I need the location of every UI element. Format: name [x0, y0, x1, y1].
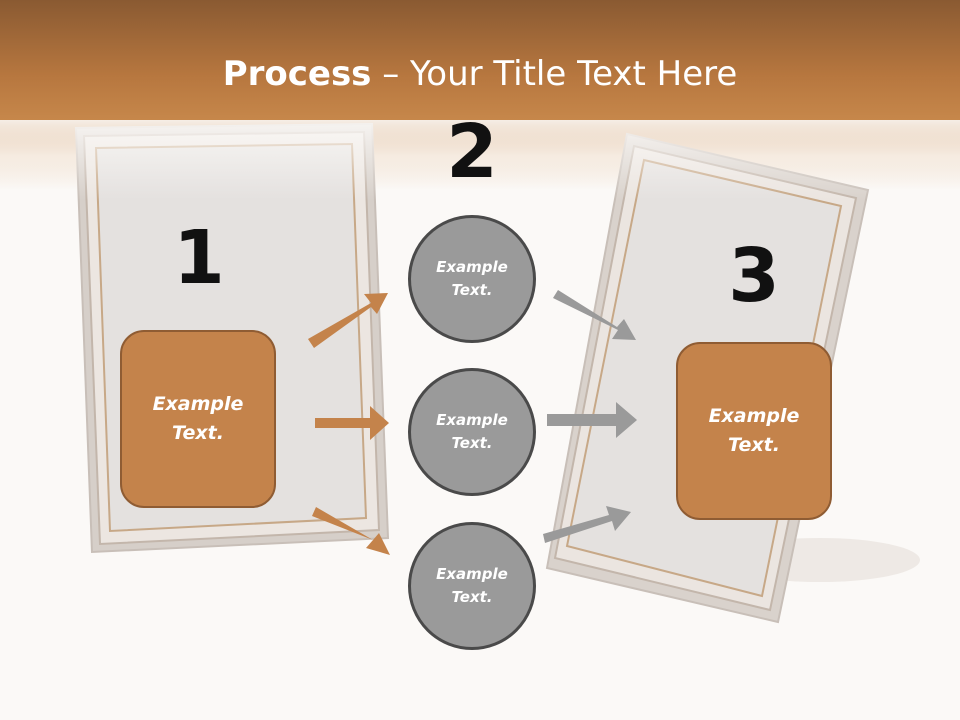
arrow-circle-bottom-to-3: [543, 506, 631, 543]
circle-text: Example Text.: [436, 411, 508, 452]
step-2-circle-middle: Example Text.: [408, 368, 536, 496]
step-1-box-text: Example Text.: [152, 393, 244, 444]
arrow-circle-middle-to-3: [547, 402, 637, 438]
step-3-box: Example Text.: [676, 342, 832, 520]
circle-text: Example Text.: [436, 565, 508, 606]
step-number-2: 2: [446, 109, 498, 195]
step-2-circle-top: Example Text.: [408, 215, 536, 343]
arrow-1-to-circle-bottom: [312, 507, 390, 555]
step-number-1: 1: [173, 215, 225, 301]
circle-text: Example Text.: [436, 258, 508, 299]
step-1-box: Example Text.: [120, 330, 276, 508]
slide-title: Process – Your Title Text Here: [222, 54, 738, 94]
arrow-circle-top-to-3: [553, 290, 636, 340]
step-2-circle-bottom: Example Text.: [408, 522, 536, 650]
arrow-1-to-circle-top: [308, 293, 388, 348]
step-number-3: 3: [728, 233, 780, 319]
step-3-box-text: Example Text.: [708, 405, 800, 456]
arrow-1-to-circle-middle: [315, 406, 389, 440]
